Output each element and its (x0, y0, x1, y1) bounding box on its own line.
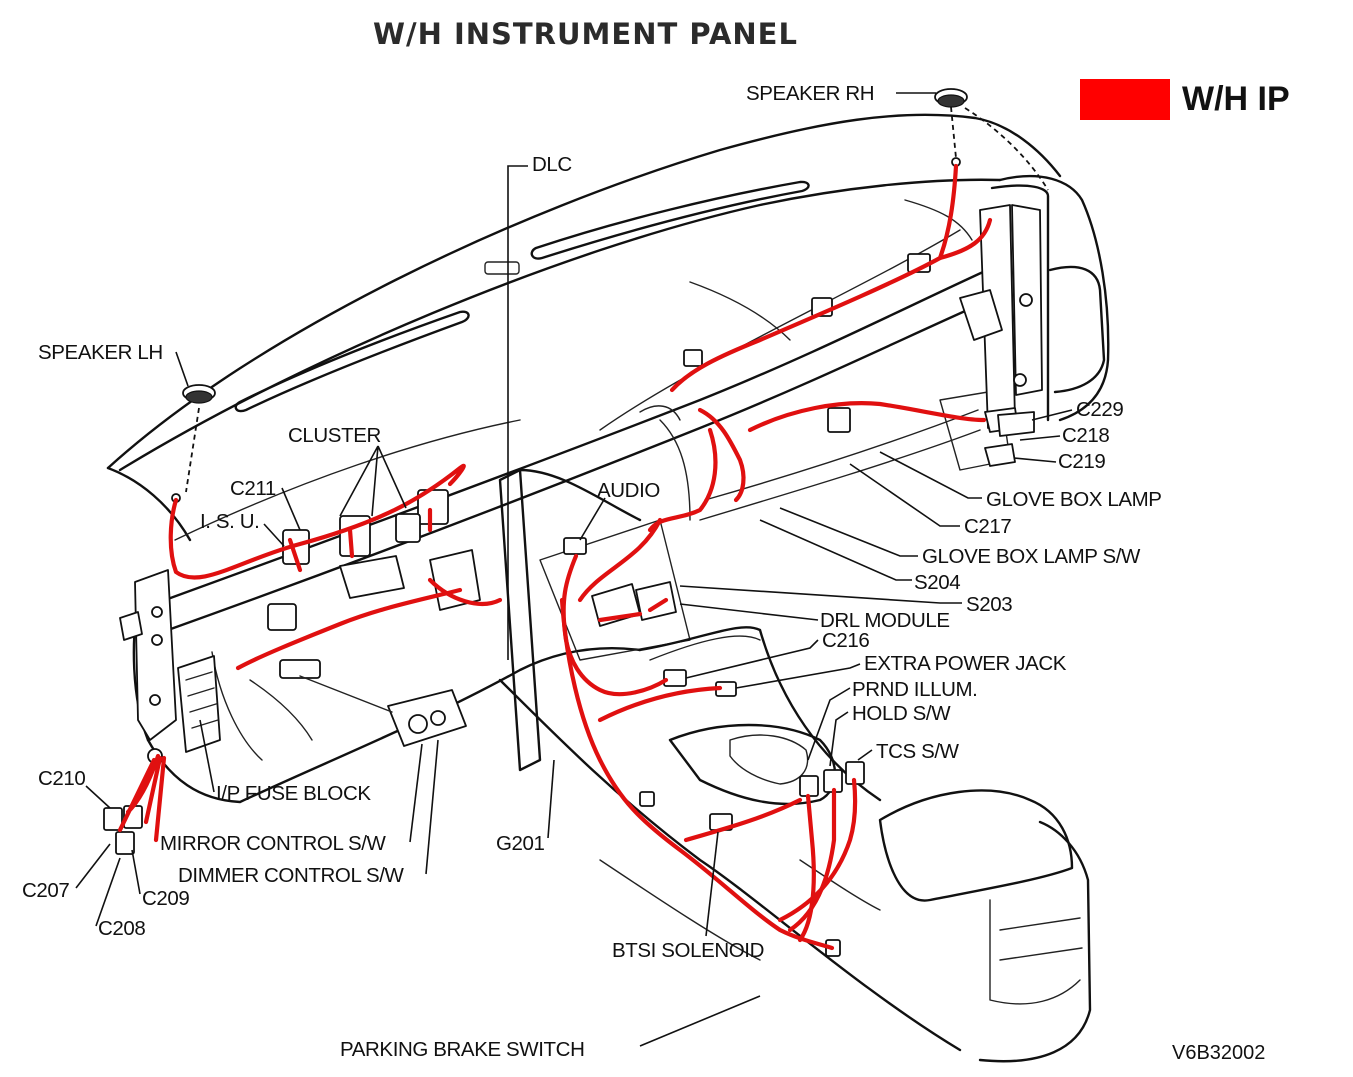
diagram-title: W/H INSTRUMENT PANEL (373, 17, 798, 51)
label-c209: C209 (142, 887, 189, 910)
ip-fuse-block-part (177, 655, 221, 753)
label-c208: C208 (98, 917, 145, 940)
label-extra-power-jack: EXTRA POWER JACK (864, 652, 1067, 675)
label-c210: C210 (38, 767, 85, 790)
label-isu: I. S. U. (200, 510, 259, 533)
leader-lines (75, 92, 1073, 1047)
label-prnd-illum: PRND ILLUM. (852, 678, 977, 701)
figure-code: V6B32002 (1172, 1042, 1265, 1064)
label-glove-box-lamp-sw: GLOVE BOX LAMP S/W (922, 545, 1141, 568)
label-c211: C211 (230, 477, 276, 500)
label-c218: C218 (1062, 424, 1109, 447)
label-c216: C216 (822, 629, 869, 652)
label-c207: C207 (22, 879, 69, 902)
label-speaker-lh: SPEAKER LH (38, 341, 163, 364)
label-audio: AUDIO (597, 479, 660, 502)
legend-label: W/H IP (1182, 80, 1290, 118)
label-c219: C219 (1058, 450, 1105, 473)
label-tcs-sw: TCS S/W (876, 740, 960, 763)
label-dlc: DLC (532, 153, 572, 176)
label-drl-module: DRL MODULE (820, 609, 950, 632)
label-ip-fuse-block: I/P FUSE BLOCK (216, 782, 371, 805)
label-c229: C229 (1076, 398, 1123, 421)
components (103, 88, 1049, 957)
legend-swatch (1080, 79, 1170, 120)
label-g201: G201 (496, 832, 545, 855)
label-parking-brake-switch: PARKING BRAKE SWITCH (340, 1038, 585, 1061)
label-s204: S204 (914, 571, 960, 594)
label-hold-sw: HOLD S/W (852, 702, 951, 725)
label-speaker-rh: SPEAKER RH (746, 82, 874, 105)
mirror-dimmer-switch-part (387, 689, 467, 747)
wh-ip-harness (117, 163, 993, 951)
label-s203: S203 (966, 593, 1012, 616)
dashboard-outline (106, 113, 1110, 1063)
label-dimmer-control-sw: DIMMER CONTROL S/W (178, 864, 405, 887)
label-mirror-control-sw: MIRROR CONTROL S/W (160, 832, 387, 855)
label-c217: C217 (964, 515, 1011, 538)
label-glove-box-lamp: GLOVE BOX LAMP (986, 488, 1162, 511)
label-cluster: CLUSTER (288, 424, 381, 447)
audio-connector-part (563, 537, 587, 555)
label-btsi-solenoid: BTSI SOLENOID (612, 939, 764, 962)
callout-labels: SPEAKER RH SPEAKER LH DLC CLUSTER C211 I… (22, 82, 1162, 1061)
